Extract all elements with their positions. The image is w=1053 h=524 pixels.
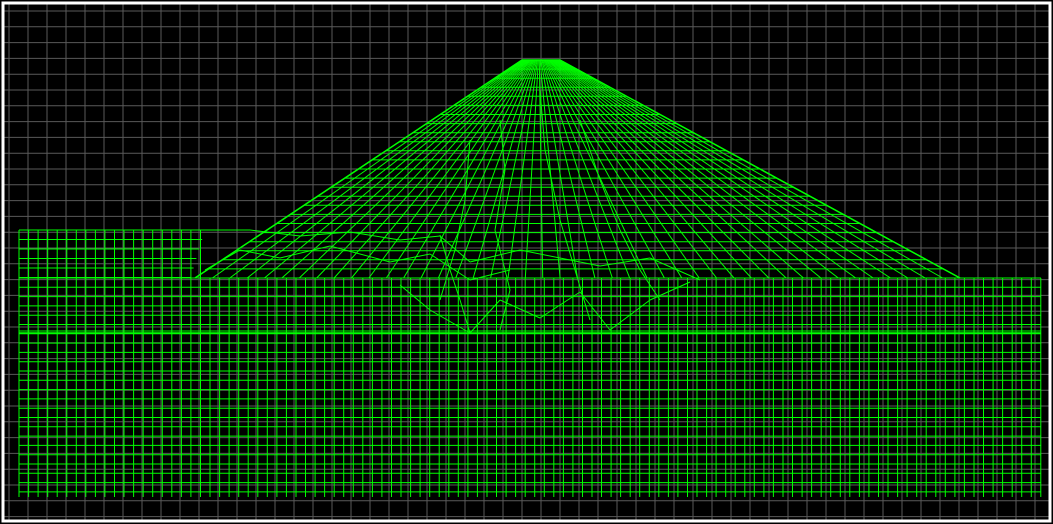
embankment-column-line: [264, 59, 526, 279]
embankment-column-line: [368, 59, 532, 279]
distortion-segment: [469, 269, 511, 281]
embankment-slope-left: [194, 59, 523, 279]
distortion-segment: [279, 245, 331, 259]
embankment-column-line: [455, 59, 536, 279]
embankment-column-line: [540, 59, 578, 279]
embankment-column-line: [298, 59, 528, 279]
distortion-segment: [559, 219, 576, 271]
embankment-column-line: [385, 59, 532, 279]
distortion-segment: [239, 249, 281, 259]
embankment-column-line: [316, 59, 529, 279]
distortion-segment: [439, 234, 451, 271]
distortion-segment: [649, 281, 691, 301]
distortion-segment: [494, 169, 506, 231]
mesh-distortion-lines: [204, 89, 701, 334]
embankment-column-line: [544, 59, 665, 279]
embankment-column-line: [212, 59, 524, 279]
foundation-mesh: [18, 229, 1042, 497]
distortion-segment: [519, 249, 601, 267]
embankment-column-line: [551, 59, 804, 279]
embankment-column-line: [544, 59, 648, 279]
embankment-column-line: [554, 59, 856, 279]
distortion-segment: [349, 231, 401, 241]
embankment-column-line: [507, 59, 538, 279]
distortion-segment: [619, 229, 641, 271]
distortion-segment: [204, 249, 241, 271]
embankment-column-line: [539, 59, 561, 279]
embankment-column-line: [542, 59, 613, 279]
distortion-segment: [249, 229, 301, 237]
embankment-mesh: [194, 59, 961, 279]
distortion-segment: [499, 119, 506, 171]
distortion-segment: [454, 199, 466, 251]
distortion-segment: [299, 231, 351, 237]
distortion-segment: [539, 291, 581, 319]
distortion-segment: [609, 299, 651, 331]
embankment-column-line: [558, 59, 943, 279]
distortion-segment: [459, 299, 471, 334]
embankment-column-line: [538, 59, 544, 279]
embankment-column-line: [524, 59, 539, 279]
embankment-slope-right: [559, 59, 961, 279]
distortion-segment: [439, 249, 456, 301]
embankment-column-line: [543, 59, 631, 279]
distortion-segment: [464, 139, 471, 201]
distortion-segment: [579, 119, 601, 181]
embankment-column-line: [229, 59, 524, 279]
embankment-column-line: [552, 59, 822, 279]
embankment-column-line: [546, 59, 700, 279]
distortion-segment: [574, 269, 591, 321]
distortion-segment: [389, 253, 431, 263]
embankment-column-line: [281, 59, 527, 279]
embankment-column-line: [351, 59, 531, 279]
embankment-column-line: [333, 59, 530, 279]
embankment-column-line: [437, 59, 535, 279]
embankment-column-line: [547, 59, 717, 279]
distortion-segment: [579, 291, 611, 331]
embankment-column-line: [553, 59, 839, 279]
embankment-column-line: [420, 59, 534, 279]
distortion-segment: [539, 89, 546, 151]
distortion-segment: [599, 257, 651, 267]
distortion-segment: [429, 309, 471, 334]
distortion-segment: [544, 149, 561, 221]
embankment-column-line: [551, 59, 787, 279]
distortion-segment: [469, 249, 521, 263]
embankment-column-line: [246, 59, 525, 279]
embankment-column-line: [556, 59, 891, 279]
distortion-segment: [399, 235, 441, 241]
embankment-column-line: [545, 59, 683, 279]
embankment-column-line: [548, 59, 735, 279]
distortion-segment: [399, 284, 431, 311]
distortion-segment: [639, 269, 661, 301]
distortion-segment: [329, 245, 391, 263]
embankment-column-line: [558, 59, 926, 279]
distortion-segment: [469, 299, 501, 334]
distortion-segment: [649, 257, 701, 281]
distortion-segment: [599, 179, 621, 231]
distortion-segment: [449, 269, 461, 301]
embankment-column-line: [557, 59, 909, 279]
distortion-segment: [499, 289, 511, 331]
embankment-column-line: [555, 59, 874, 279]
embankment-column-line: [541, 59, 596, 279]
distortion-segment: [494, 229, 511, 291]
embankment-column-line: [550, 59, 770, 279]
embankment-column-line: [549, 59, 752, 279]
